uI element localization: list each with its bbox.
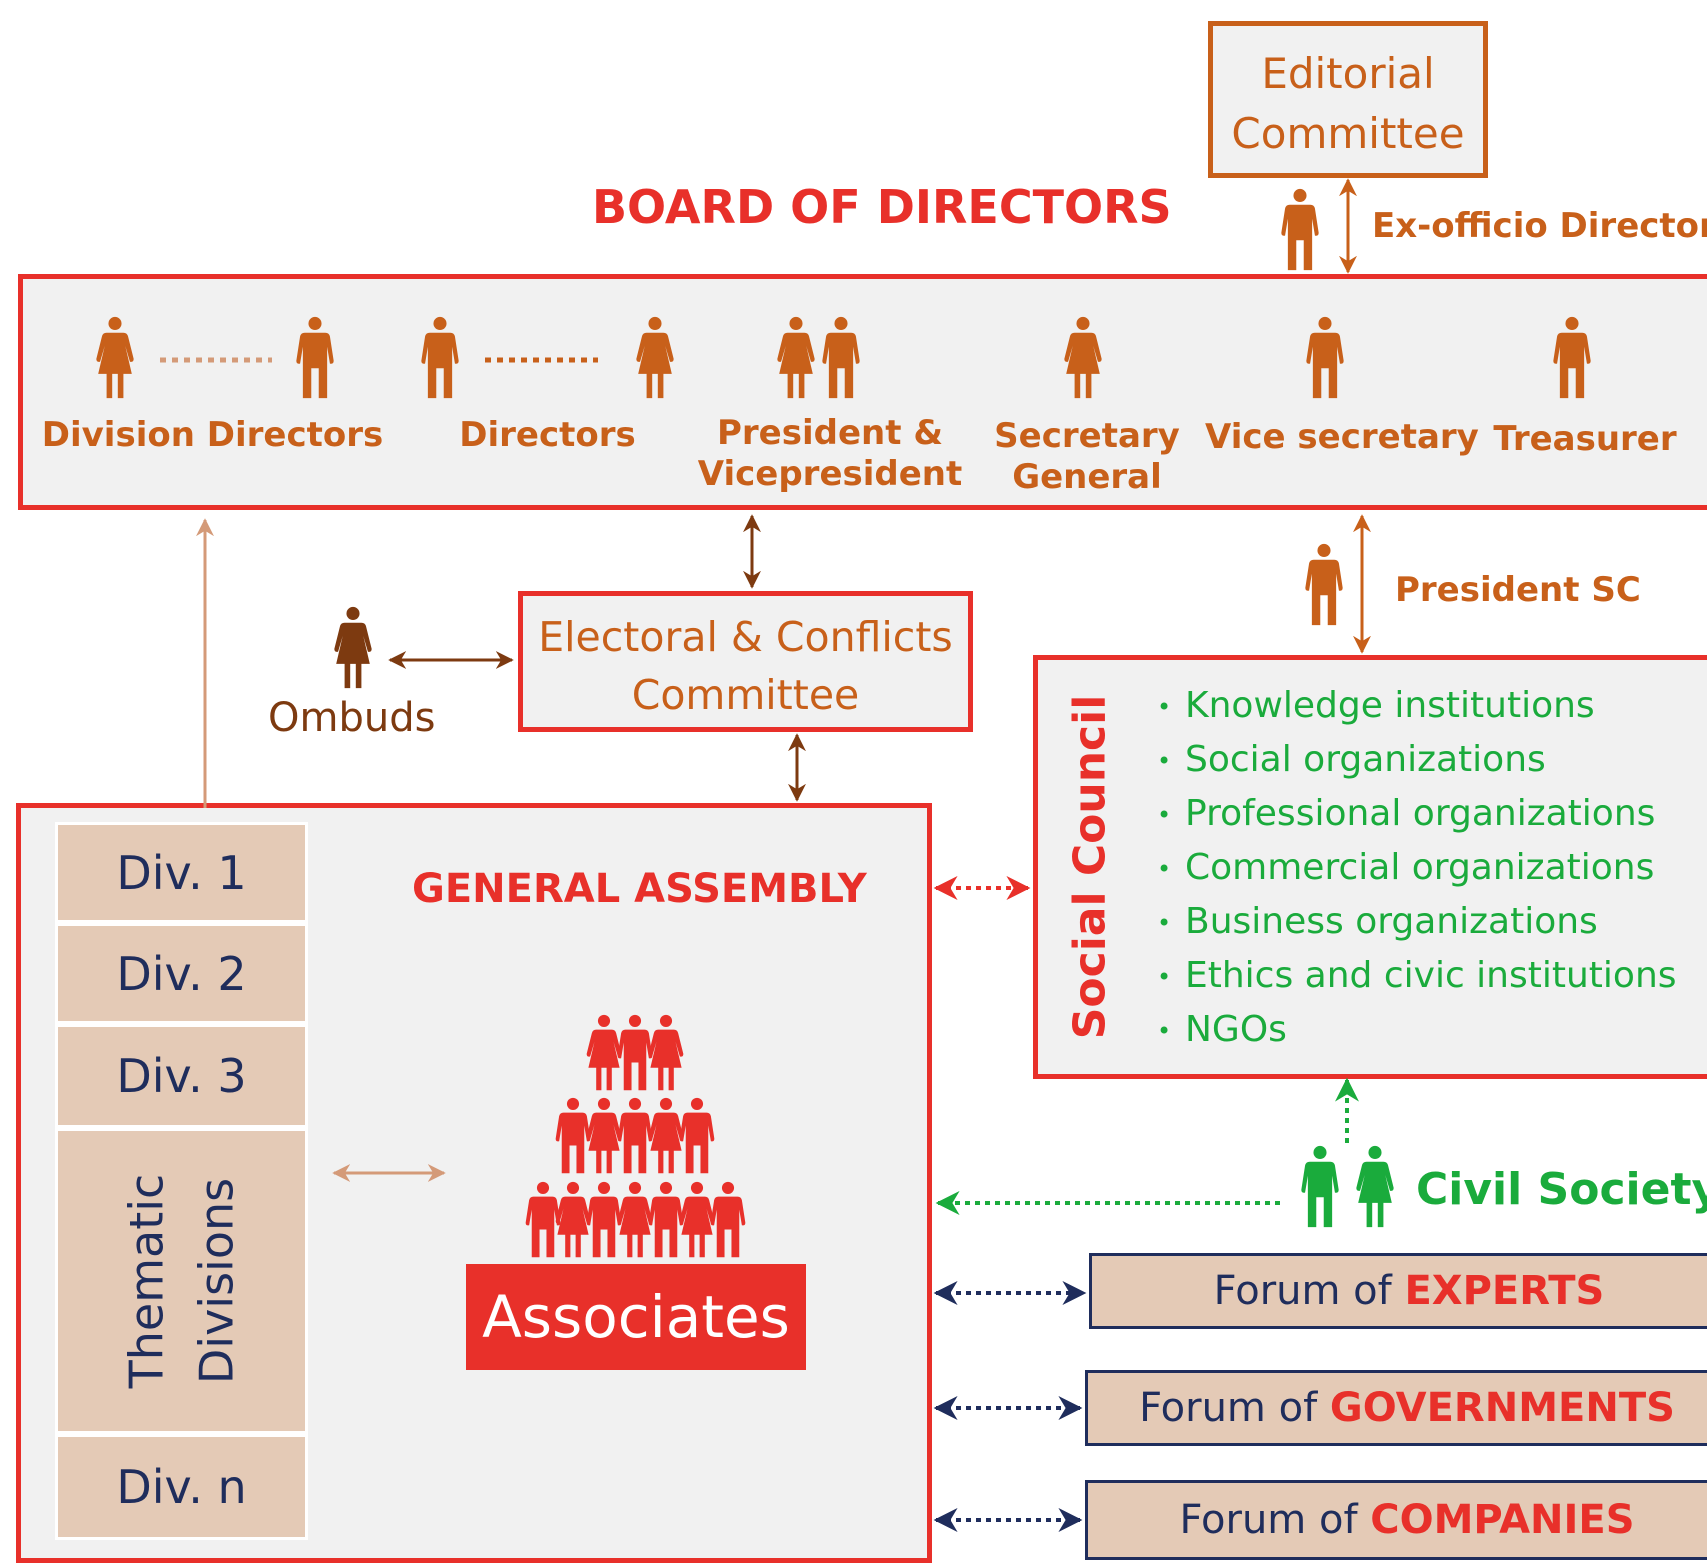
person-icon: [555, 1097, 591, 1174]
electoral-committee-line2: Committee: [631, 671, 860, 719]
person-icon: [586, 1014, 622, 1091]
person-icon: [96, 316, 134, 399]
person-icon: [822, 316, 860, 399]
division-2[interactable]: Div. 2: [55, 923, 308, 1024]
person-icon: [636, 316, 674, 399]
person-icon: [648, 1097, 684, 1174]
role-secretary-line1: Secretary: [994, 416, 1180, 456]
person-icon: [617, 1181, 653, 1258]
thematic-divisions[interactable]: Thematic Divisions: [55, 1128, 308, 1434]
civil-society-label: Civil Society: [1416, 1164, 1707, 1215]
ombuds-label: Ombuds: [268, 695, 436, 741]
person-icon: [586, 1181, 622, 1258]
person-icon: [679, 1181, 715, 1258]
person-icon: [1306, 316, 1344, 399]
electoral-conflicts-committee-box: Electoral & Conflicts Committee: [518, 591, 973, 732]
associates-pyramid: [525, 1014, 746, 1258]
associates-label: Associates: [482, 1283, 790, 1351]
person-icon: [1281, 188, 1319, 271]
board-of-directors-title: BOARD OF DIRECTORS: [592, 180, 1172, 234]
role-secretary-line2: General: [1012, 457, 1162, 497]
forum-governments-name: GOVERNMENTS: [1329, 1385, 1675, 1431]
role-president-vicepresident: President & Vicepresident: [690, 413, 970, 495]
list-item: •Commercial organizations: [1157, 847, 1655, 888]
role-vice-secretary: Vice secretary: [1205, 417, 1479, 457]
person-icon: [296, 316, 334, 399]
editorial-committee-line2: Committee: [1231, 109, 1465, 158]
editorial-committee-box: Editorial Committee: [1208, 21, 1488, 178]
forum-experts-name: EXPERTS: [1404, 1268, 1605, 1314]
person-icon: [617, 1097, 653, 1174]
person-icon: [525, 1181, 561, 1258]
forum-experts[interactable]: Forum of EXPERTS: [1089, 1253, 1707, 1329]
person-icon: [555, 1181, 591, 1258]
person-icon: [1356, 1145, 1394, 1228]
list-item: •Ethics and civic institutions: [1157, 955, 1677, 996]
person-icon: [648, 1014, 684, 1091]
board-of-directors-box: [18, 274, 1707, 510]
division-3[interactable]: Div. 3: [55, 1024, 308, 1128]
person-icon: [1553, 316, 1591, 399]
division-1[interactable]: Div. 1: [55, 822, 308, 923]
person-icon: [1301, 1145, 1339, 1228]
list-item: •Professional organizations: [1157, 793, 1656, 834]
editorial-committee-line1: Editorial: [1261, 49, 1435, 98]
division-n[interactable]: Div. n: [55, 1434, 308, 1540]
forum-companies[interactable]: Forum of COMPANIES: [1085, 1480, 1707, 1560]
person-icon: [421, 316, 459, 399]
role-directors: Directors: [459, 415, 636, 455]
role-president-line1: President &: [717, 413, 943, 453]
associates-box: Associates: [466, 1264, 806, 1370]
electoral-committee-line1: Electoral & Conflicts: [538, 613, 953, 661]
person-icon: [1064, 316, 1102, 399]
person-icon: [710, 1181, 746, 1258]
general-assembly-title: GENERAL ASSEMBLY: [412, 866, 867, 912]
president-sc-label: President SC: [1395, 570, 1641, 610]
forum-companies-name: COMPANIES: [1370, 1497, 1635, 1543]
list-item: •Business organizations: [1157, 901, 1598, 942]
person-icon: [617, 1014, 653, 1091]
person-icon: [1305, 543, 1343, 626]
list-item: •NGOs: [1157, 1009, 1287, 1050]
role-division-directors: Division Directors: [41, 415, 384, 455]
list-item: •Social organizations: [1157, 739, 1546, 780]
person-icon: [334, 606, 372, 689]
person-icon: [777, 316, 815, 399]
role-secretary-general: Secretary General: [982, 416, 1192, 498]
social-council-list: •Knowledge institutions •Social organiza…: [1157, 679, 1677, 1057]
list-item: •Knowledge institutions: [1157, 685, 1595, 726]
role-treasurer: Treasurer: [1493, 419, 1677, 459]
forum-governments[interactable]: Forum of GOVERNMENTS: [1085, 1370, 1707, 1446]
person-icon: [679, 1097, 715, 1174]
role-president-line2: Vicepresident: [697, 454, 963, 494]
person-icon: [586, 1097, 622, 1174]
ex-officio-director-label: Ex-officio Director: [1372, 206, 1707, 246]
person-icon: [648, 1181, 684, 1258]
social-council-box: [1033, 655, 1707, 1079]
